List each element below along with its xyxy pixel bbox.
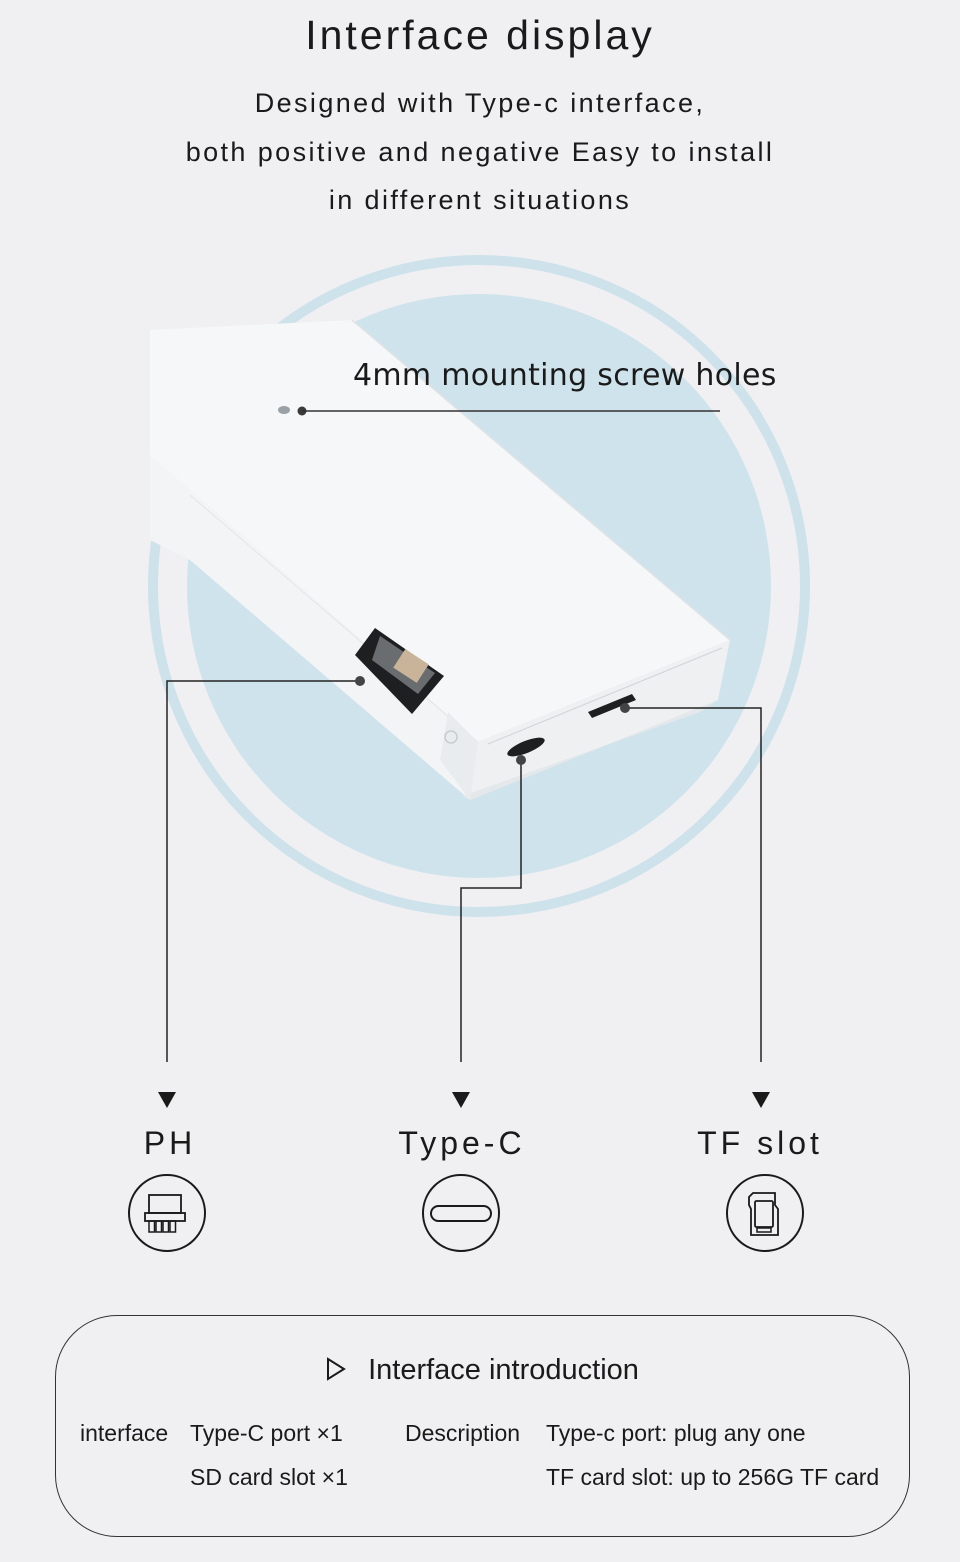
subtitle-line-3: in different situations — [328, 185, 632, 215]
subtitle-line-1: Designed with Type-c interface, — [254, 88, 706, 118]
annotation-screw-holes: 4mm mounting screw holes — [353, 358, 777, 393]
arrow-down-icon — [752, 1092, 770, 1108]
leader-line-type-c — [460, 760, 522, 1062]
intro-title-row: Interface introduction — [56, 1354, 909, 1387]
description-label: Description — [405, 1420, 521, 1446]
tf-port — [588, 694, 636, 718]
intro-title: Interface introduction — [368, 1354, 639, 1386]
sd-card-icon — [726, 1174, 804, 1252]
port-label-type-c: Type-C — [398, 1125, 526, 1161]
type-c-port — [507, 737, 545, 757]
play-triangle-outline-icon — [327, 1357, 346, 1381]
port-label-tf-slot: TF slot — [697, 1125, 823, 1161]
leader-dot-ph — [355, 676, 365, 686]
ph-connector-icon — [128, 1174, 206, 1252]
device-body — [150, 319, 731, 800]
screw-hole — [278, 406, 290, 414]
page-title: Interface display — [305, 12, 655, 58]
description-item-2: TF card slot: up to 256G TF card — [546, 1464, 880, 1490]
product-diagram — [148, 255, 810, 1062]
interface-label: interface — [80, 1420, 169, 1446]
interface-introduction-box: Interface introduction interface Type-C … — [55, 1315, 910, 1537]
description-item-1: Type-c port: plug any one — [546, 1420, 806, 1446]
leader-line-tf — [625, 707, 762, 1062]
usb-type-c-icon — [422, 1174, 500, 1252]
leader-dot-tf — [620, 703, 630, 713]
leader-dot-type-c — [516, 755, 526, 765]
decorative-ring — [148, 255, 810, 917]
ph-port — [355, 628, 444, 714]
leader-line-ph — [166, 680, 360, 1062]
arrow-down-icon — [158, 1092, 176, 1108]
interface-item-1: Type-C port ×1 — [190, 1420, 343, 1446]
port-label-ph: PH — [143, 1125, 197, 1161]
interface-item-2: SD card slot ×1 — [190, 1464, 348, 1490]
arrow-down-icon — [452, 1092, 470, 1108]
device-logo — [444, 730, 458, 744]
subtitle-line-2: both positive and negative Easy to insta… — [185, 137, 775, 167]
